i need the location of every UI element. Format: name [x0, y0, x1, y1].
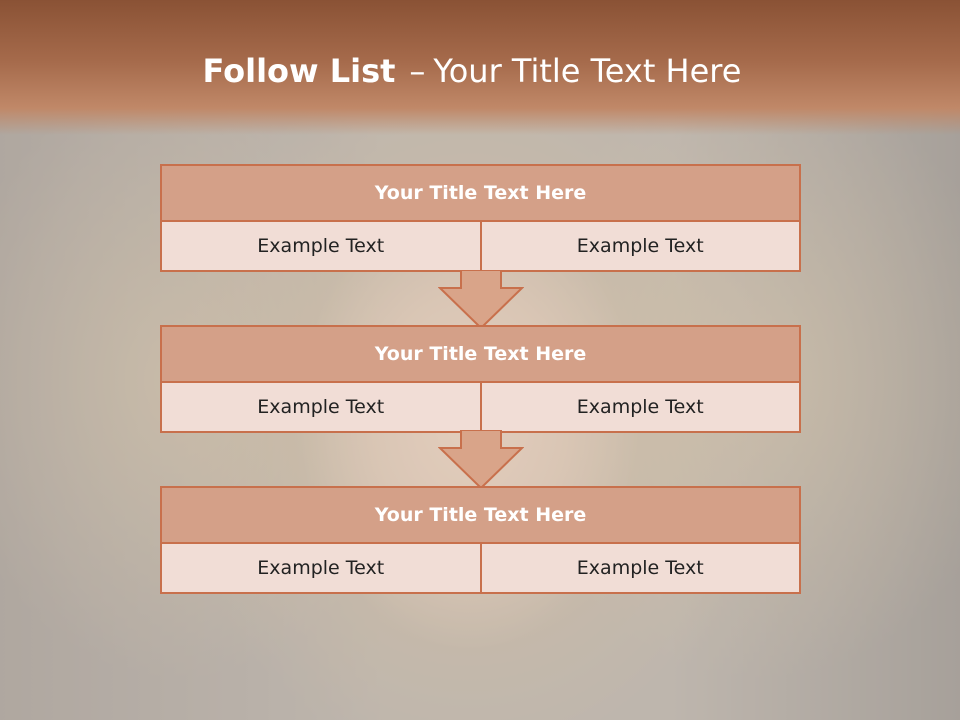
- slide-title-dash: –: [409, 52, 426, 90]
- list-box-row: Example Text Example Text: [162, 222, 799, 270]
- list-box-3: Your Title Text Here Example Text Exampl…: [160, 486, 801, 594]
- slide-title: Follow List–Your Title Text Here: [0, 52, 944, 90]
- list-box-cell-right: Example Text: [479, 222, 799, 270]
- list-box-cell-left: Example Text: [162, 544, 480, 592]
- down-arrow-icon: [438, 430, 524, 490]
- list-box-row: Example Text Example Text: [162, 383, 799, 431]
- slide-title-sub: Your Title Text Here: [433, 52, 742, 90]
- list-box-1: Your Title Text Here Example Text Exampl…: [160, 164, 801, 272]
- down-arrow-icon: [438, 270, 524, 330]
- list-box-row: Example Text Example Text: [162, 544, 799, 592]
- list-box-cell-left: Example Text: [162, 222, 480, 270]
- slide-title-main: Follow List: [202, 52, 396, 90]
- list-box-title: Your Title Text Here: [162, 327, 799, 383]
- title-bar: [0, 0, 960, 135]
- list-box-cell-right: Example Text: [479, 544, 799, 592]
- list-box-cell-right: Example Text: [479, 383, 799, 431]
- list-box-cell-left: Example Text: [162, 383, 480, 431]
- list-box-title: Your Title Text Here: [162, 488, 799, 544]
- list-box-2: Your Title Text Here Example Text Exampl…: [160, 325, 801, 433]
- list-box-title: Your Title Text Here: [162, 166, 799, 222]
